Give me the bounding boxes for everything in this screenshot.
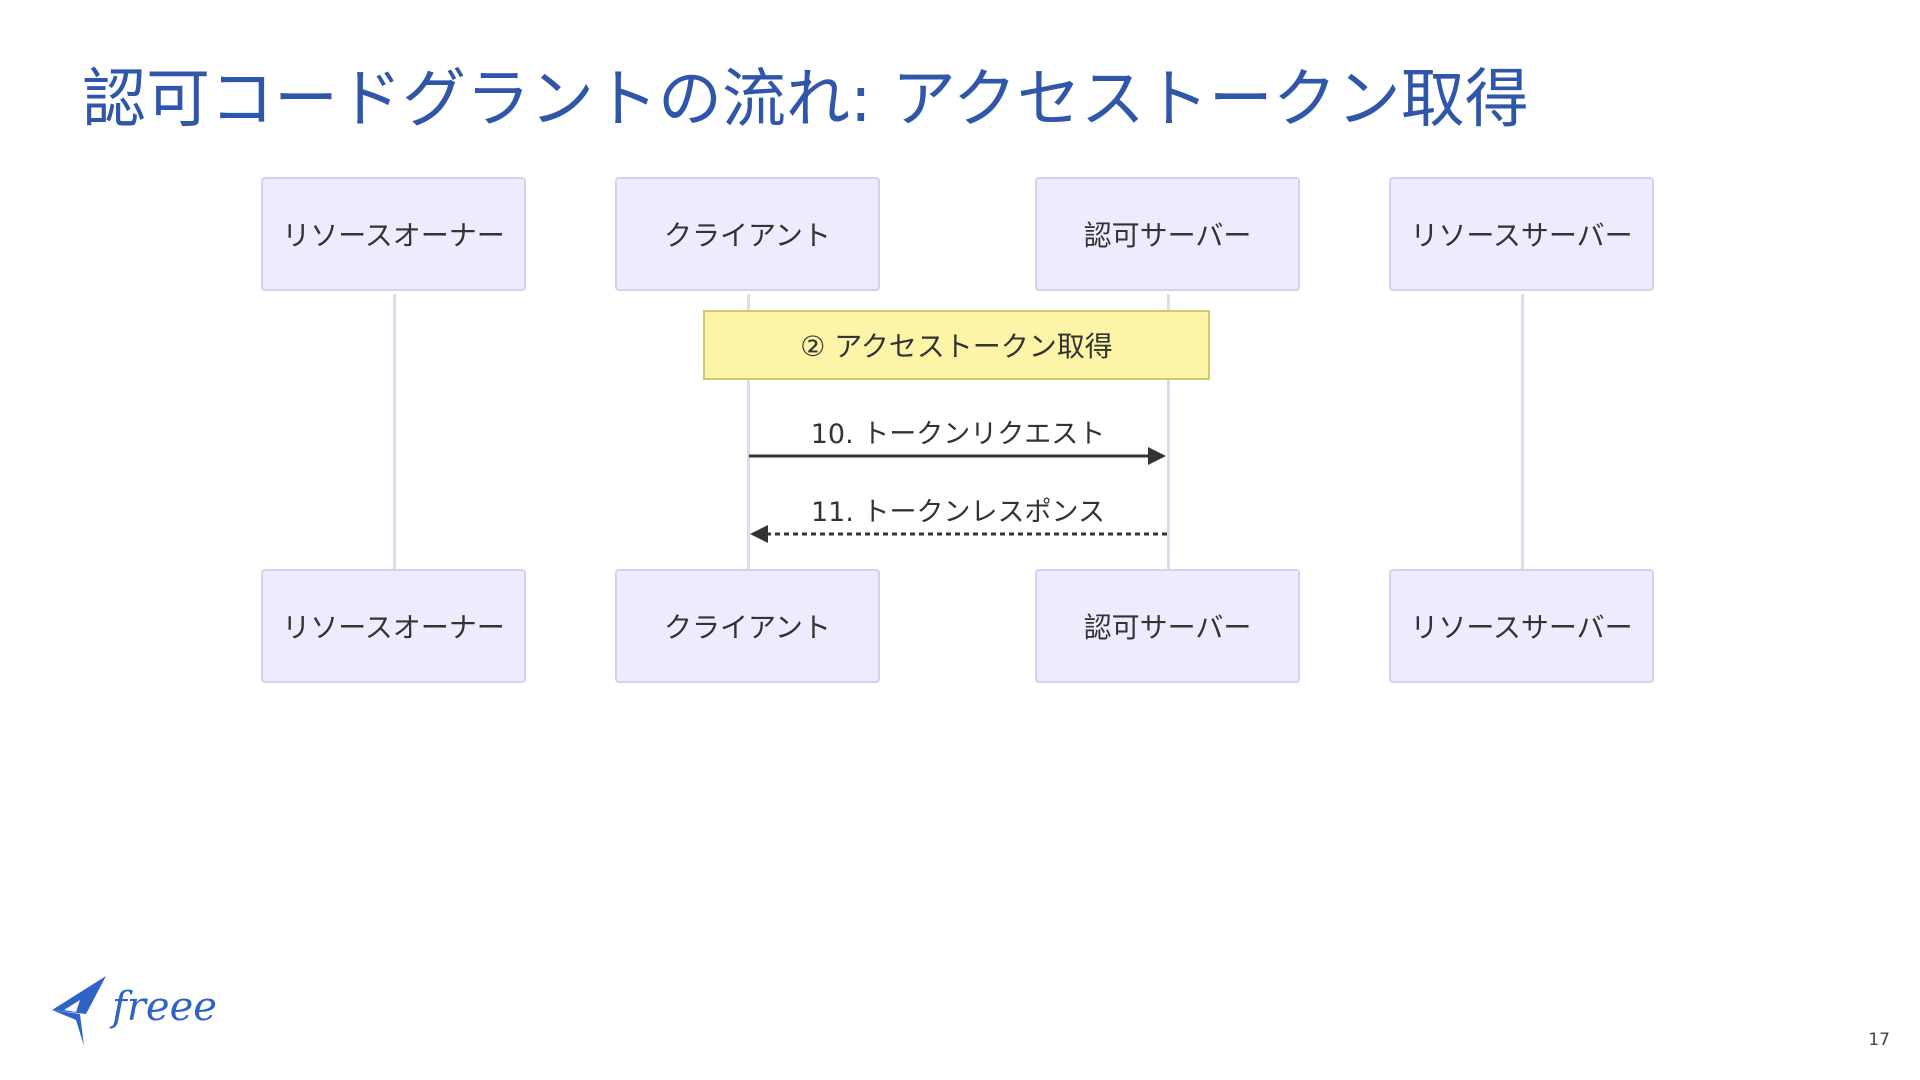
page-number: 17 [1868,1030,1890,1050]
bird-icon [52,976,106,1046]
lifeline-resource-server [1521,294,1524,570]
actor-bottom-resource-server: リソースサーバー [1389,569,1654,683]
slide-title: 認可コードグラントの流れ: アクセストークン取得 [82,63,1529,137]
message-label-token-request: 10. トークンリクエスト [810,419,1106,450]
actor-top-resource-owner: リソースオーナー [261,177,526,291]
message-label-token-response: 11. トークンレスポンス [811,497,1105,528]
actor-bottom-auth-server: 認可サーバー [1035,569,1300,683]
actor-top-auth-server: 認可サーバー [1035,177,1300,291]
arrowhead-token-request [1148,447,1166,465]
lifeline-auth-server [1167,294,1170,570]
note-access-token: ② アクセストークン取得 [703,310,1210,380]
actor-bottom-resource-owner: リソースオーナー [261,569,526,683]
lifeline-resource-owner [393,294,396,570]
actor-top-client: クライアント [615,177,880,291]
actor-top-resource-server: リソースサーバー [1389,177,1654,291]
actor-bottom-client: クライアント [615,569,880,683]
lifeline-client [747,294,750,570]
freee-logo: freee [52,976,217,1046]
logo-wordmark: freee [109,984,217,1030]
arrowhead-token-response [750,525,768,543]
